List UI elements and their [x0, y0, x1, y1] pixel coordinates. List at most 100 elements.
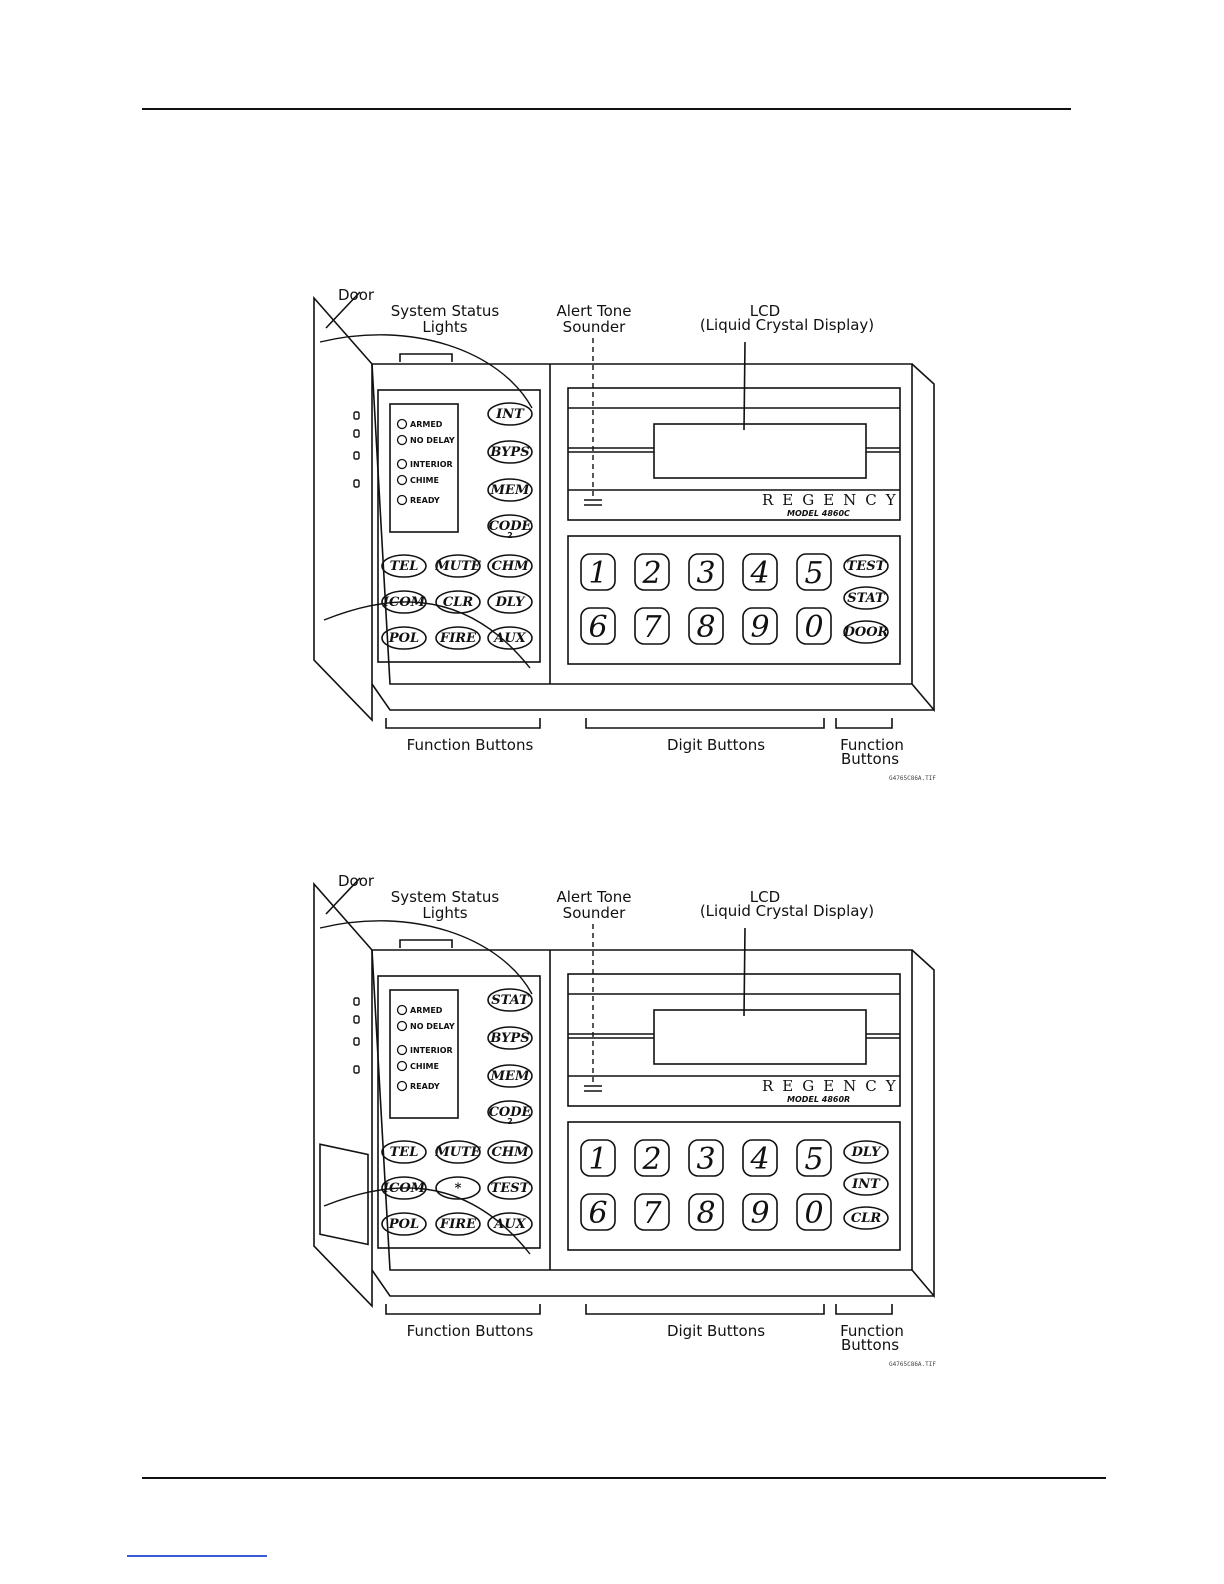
led-label: INTERIOR [410, 1046, 453, 1055]
button-outline [487, 988, 533, 1012]
footer-link-underline [127, 1555, 267, 1557]
button-label: MUTE [434, 1145, 481, 1160]
button-outline [487, 1026, 533, 1050]
digit-label: 5 [804, 556, 823, 591]
function-button: CLR [843, 1206, 889, 1230]
button-outline [688, 1193, 724, 1231]
button-outline [381, 626, 427, 650]
model-number: MODEL 4860C [787, 509, 850, 518]
door-hinge-icon [353, 429, 360, 438]
button-outline [487, 554, 533, 578]
button-outline [843, 1206, 889, 1230]
function-buttons-bracket-right [835, 1304, 893, 1315]
led-label: READY [410, 1082, 440, 1091]
figure-filename: G4765C86A.TIF [889, 1361, 936, 1368]
button-outline [487, 514, 533, 538]
button-outline [487, 1140, 533, 1164]
digit-label: 1 [588, 556, 607, 591]
status-lights-bracket [399, 939, 453, 948]
button-label: BYPS [489, 1031, 529, 1046]
function-button: AUX [487, 626, 533, 650]
door-panel [313, 295, 373, 722]
button-outline [843, 1140, 889, 1164]
function-buttons-bracket-right [835, 718, 893, 729]
button-outline [487, 1176, 533, 1200]
digit-label: 0 [804, 610, 823, 645]
keypad-side-right [911, 363, 935, 713]
door-hinge-icon [353, 1037, 360, 1046]
digit-label: 1 [588, 1142, 607, 1177]
lcd-label: LCD [750, 302, 780, 320]
lcd-label-2: (Liquid Crystal Display) [700, 902, 874, 920]
led-label: NO DELAY [410, 1022, 455, 1031]
function-button: FIRE [435, 1212, 481, 1236]
status-led: CHIME [396, 1060, 439, 1072]
digit-label: 7 [642, 610, 662, 645]
door-hinge-icon [353, 997, 360, 1006]
function-button: POL [381, 626, 427, 650]
button-outline [435, 626, 481, 650]
button-outline [843, 1172, 889, 1196]
button-outline [688, 1139, 724, 1177]
function-button: FIRE [435, 626, 481, 650]
button-label: FIRE [439, 631, 477, 646]
button-outline [742, 553, 778, 591]
digit-label: 3 [696, 556, 715, 591]
function-button: ICOM [381, 590, 427, 614]
button-outline [435, 554, 481, 578]
code-sub-label: 2 [507, 531, 513, 540]
digit-label: 4 [749, 556, 769, 591]
function-button: MEM [487, 478, 533, 502]
function-button: BYPS [487, 1026, 533, 1050]
led-indicator-icon [396, 1004, 408, 1016]
button-outline [843, 586, 889, 610]
digit-label: 3 [696, 1142, 715, 1177]
function-button: STAT [487, 988, 533, 1012]
digit-label: 8 [696, 610, 715, 645]
digit-button: 8 [688, 607, 724, 645]
digit-button: 8 [688, 1193, 724, 1231]
button-outline [487, 626, 533, 650]
button-outline [381, 590, 427, 614]
door-hinge-icon [353, 451, 360, 460]
function-buttons-bracket-left [385, 718, 541, 729]
alert-tone-label-2: Sounder [563, 904, 626, 922]
function-buttons-label: Function Buttons [407, 736, 534, 754]
button-outline [688, 607, 724, 645]
digit-button: 0 [796, 1193, 832, 1231]
door-pointer-line [325, 877, 361, 915]
digit-buttons-bracket [585, 1304, 825, 1315]
led-indicator-icon [396, 1044, 408, 1056]
status-led: NO DELAY [396, 434, 455, 446]
digit-label: 2 [641, 1142, 661, 1177]
door-hinge-icon [353, 411, 360, 420]
door-hinge-icon [353, 1065, 360, 1074]
button-outline [381, 1140, 427, 1164]
door-pointer-line [325, 291, 361, 329]
function-panel [377, 975, 541, 1249]
button-label: AUX [492, 631, 526, 646]
function-button: INT [487, 402, 533, 426]
digit-button: 0 [796, 607, 832, 645]
digit-button: 9 [742, 1193, 778, 1231]
button-outline [796, 1139, 832, 1177]
header-rule [142, 108, 1071, 110]
button-outline [435, 1212, 481, 1236]
door-hinge-icon [353, 479, 360, 488]
digit-button: 3 [688, 1139, 724, 1177]
function-button: CODE [487, 1100, 533, 1124]
button-outline [796, 1193, 832, 1231]
lcd-pointer-line [743, 927, 746, 1017]
status-lights-label: System Status [391, 888, 500, 906]
button-label: CHM [491, 1145, 529, 1160]
led-indicator-icon [396, 418, 408, 430]
function-button: * [435, 1176, 481, 1200]
led-indicator-icon [396, 494, 408, 506]
door-window [319, 1143, 369, 1246]
function-button: TEL [381, 1140, 427, 1164]
function-buttons-right-label: Function [840, 736, 904, 754]
led-indicator-icon [396, 1060, 408, 1072]
button-label: CLR [443, 595, 473, 610]
